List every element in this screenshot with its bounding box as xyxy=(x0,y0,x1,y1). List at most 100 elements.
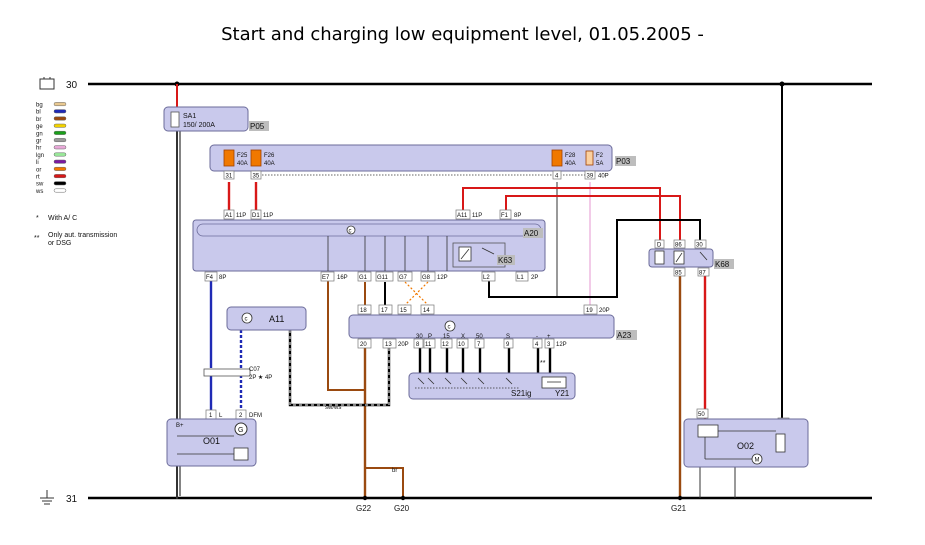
legend-code: lgn xyxy=(36,153,44,159)
sa1-tag: P05 xyxy=(250,122,265,131)
o01-pin-dfm: DFM xyxy=(249,413,262,419)
a23-pin-14: 14 xyxy=(423,308,430,314)
legend-swatch xyxy=(53,123,67,128)
sa1-name: SA1 xyxy=(183,113,196,120)
f28-rating: 40A xyxy=(565,161,576,167)
legend-swatch xyxy=(53,130,67,135)
legend-code: bg xyxy=(36,103,43,109)
legend-row: lgn xyxy=(36,152,67,159)
a20-f1-connector: 8P xyxy=(514,213,521,219)
k68-coil-icon xyxy=(654,250,665,265)
legend-code: rt xyxy=(36,175,40,181)
f25-rating: 40A xyxy=(237,161,248,167)
p03-connector: 40P xyxy=(598,174,609,180)
a20-tag: A20 xyxy=(524,229,539,238)
s21-label-p: P xyxy=(428,334,432,340)
legend-swatch xyxy=(53,116,67,121)
stars-marker: ** xyxy=(540,360,546,367)
legend-row: sw xyxy=(36,181,67,188)
k68-pin-86: 86 xyxy=(675,243,682,249)
regulator-icon xyxy=(233,447,249,461)
f25-label: F25 xyxy=(237,153,248,159)
legend-swatch xyxy=(53,159,67,164)
legend-code: hr xyxy=(36,146,41,152)
s21ig-tag: S21ig xyxy=(511,389,531,398)
a23-pin-7: 7 xyxy=(477,342,481,348)
legend-row: or xyxy=(36,166,67,173)
legend-row: li xyxy=(36,159,67,166)
o01-generator: 1 L 2 DFM B+ G O01 xyxy=(166,409,262,467)
a20-d1-connector: 11P xyxy=(263,213,273,219)
a20-f4-connector: 8P xyxy=(219,275,226,281)
p03-pin-35: 35 xyxy=(253,174,260,180)
legend-swatch xyxy=(53,102,67,107)
o01-pin-2: 2 xyxy=(239,413,243,419)
legend-row: rt xyxy=(36,174,67,181)
ground-icon xyxy=(40,490,54,505)
wires xyxy=(174,81,785,499)
s21-label-30: 30 xyxy=(416,334,423,340)
o01-tag: O01 xyxy=(203,436,220,446)
f2-label: F2 xyxy=(596,153,604,159)
f26-rating: 40A xyxy=(264,161,275,167)
a20-pin-a1: A1 xyxy=(225,213,233,219)
legend-row: bl xyxy=(36,109,67,116)
a20-pin-f1: F1 xyxy=(501,213,509,219)
legend-swatch xyxy=(53,138,67,143)
a23-pin-18: 18 xyxy=(360,308,367,314)
o01-bplus: B+ xyxy=(176,423,184,429)
legend-row: br xyxy=(36,116,67,123)
rail-30: 30 xyxy=(39,77,872,91)
control-unit-icon xyxy=(241,312,253,324)
a23-pin-20: 20 xyxy=(360,342,367,348)
f2-rating: 5A xyxy=(596,161,603,167)
legend-swatch xyxy=(53,174,67,179)
legend-notes: * With A/ C ** Only aut. transmission or… xyxy=(34,215,117,247)
generator-symbol: G xyxy=(238,427,243,434)
legend-code: or xyxy=(36,167,41,173)
ground-g21: G21 xyxy=(671,504,687,513)
ground-points: G22 G20 G21 xyxy=(356,495,687,513)
fuse-f26-icon xyxy=(250,149,262,167)
legend-row: bg xyxy=(36,102,67,109)
generator-icon xyxy=(234,422,248,436)
c07-tag: C07 xyxy=(249,367,261,373)
legend-code: sw xyxy=(36,182,44,188)
p03-tag: P03 xyxy=(616,157,631,166)
legend-swatch xyxy=(53,145,67,150)
fuse-icon xyxy=(170,111,180,128)
fuse-f2-icon xyxy=(585,150,594,166)
a20-pin-g11: G11 xyxy=(377,275,389,281)
a23-pin-3: 3 xyxy=(547,342,551,348)
c07-subtitle: 2P ★ 4P xyxy=(249,374,272,381)
svg-text:**: ** xyxy=(34,235,40,242)
s21ig-ignition-switch: ** S21ig Y21 xyxy=(408,360,576,400)
svg-text:*: * xyxy=(36,215,39,222)
k68-pin-30: 30 xyxy=(696,243,703,249)
o02-tag: O02 xyxy=(737,441,754,451)
legend-row: gr xyxy=(36,138,67,145)
a23-module: 18 17 15 14 19 20P c A23 20 13 20P 8 11 … xyxy=(348,304,637,349)
svg-text:c: c xyxy=(448,325,451,331)
s21-label-15: 15 xyxy=(443,334,450,340)
a20-pin-g7: G7 xyxy=(399,275,408,281)
f26-label: F26 xyxy=(264,153,275,159)
note-aut-transmission: Only aut. transmission xyxy=(48,232,117,239)
fuse-f28-icon xyxy=(551,149,563,167)
k68-pin-d: D xyxy=(657,243,662,249)
y21-solenoid xyxy=(541,376,567,389)
wire-label-br: br xyxy=(392,468,397,474)
ground-g20: G20 xyxy=(394,504,410,513)
diagram-title: Start and charging low equipment level, … xyxy=(221,24,704,45)
fuse-f25-icon xyxy=(223,149,235,167)
o02-starter: 50 30 O02 M xyxy=(683,408,809,468)
legend-swatch xyxy=(53,166,67,171)
legend-code: gr xyxy=(36,139,41,145)
p03-pin-31: 31 xyxy=(226,174,233,180)
sa1-main-fuse: SA1 150/ 200A P05 xyxy=(163,106,269,132)
s21-label-minus: - xyxy=(536,334,538,340)
wire-label-swws: sw/ws xyxy=(325,405,341,411)
control-unit-icon xyxy=(346,225,356,235)
